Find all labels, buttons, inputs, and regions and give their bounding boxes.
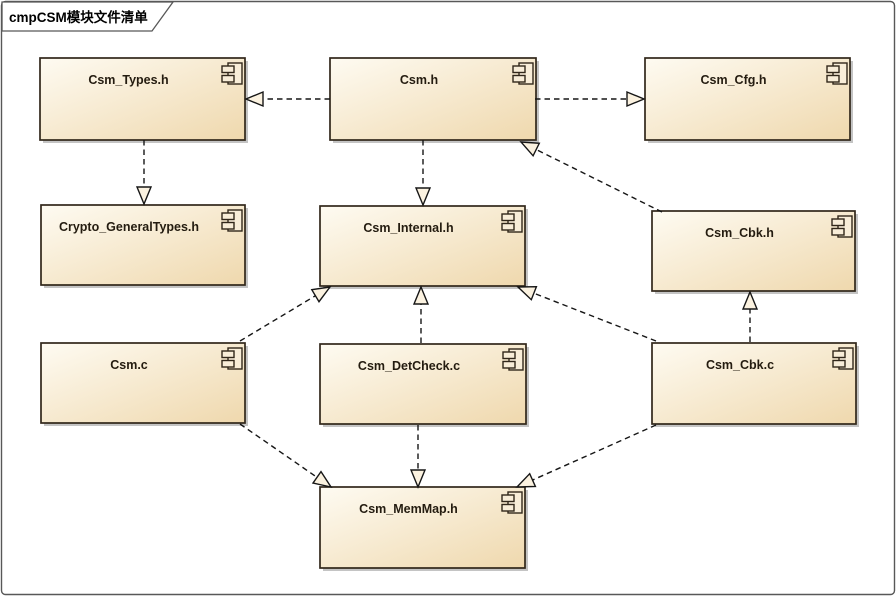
diagram-title: cmpCSM模块文件清单 <box>9 9 148 25</box>
node-label: Csm_DetCheck.c <box>358 359 460 373</box>
component-node-csm-c[interactable]: Csm.c <box>40 342 248 426</box>
dependency-line <box>532 424 657 481</box>
component-icon <box>512 62 534 85</box>
dependency-edge-csm-cbk-h-to-csm-h[interactable] <box>519 141 663 213</box>
node-label: Crypto_GeneralTypes.h <box>59 220 199 234</box>
dependency-line <box>239 423 318 478</box>
dependency-edge-csm-c-to-csm-memmap-h[interactable] <box>239 423 333 489</box>
component-icon <box>501 491 523 514</box>
dependency-edge-csm-types-h-to-crypto-generaltypes-h[interactable] <box>135 140 153 206</box>
node-body[interactable] <box>644 57 851 141</box>
node-body[interactable] <box>40 204 246 286</box>
dependency-arrowhead-icon <box>310 286 332 303</box>
component-node-csm-cfg-h[interactable]: Csm_Cfg.h <box>644 57 853 143</box>
diagram-title-tab <box>1 1 175 32</box>
dependency-edge-csm-cbk-c-to-csm-cbk-h[interactable] <box>741 290 759 342</box>
node-body[interactable] <box>651 210 856 292</box>
dependency-line <box>533 292 657 342</box>
node-label: Csm_Types.h <box>88 73 168 87</box>
component-node-csm-cbk-c[interactable]: Csm_Cbk.c <box>651 342 859 427</box>
component-node-crypto-generaltypes-h[interactable]: Crypto_GeneralTypes.h <box>40 204 248 288</box>
component-icon <box>221 347 243 370</box>
node-label: Csm_MemMap.h <box>359 502 458 516</box>
nodes-layer: Csm_Types.h Csm.h Csm_Cfg.hCrypto_GeneralT… <box>39 57 859 571</box>
node-body[interactable] <box>329 57 537 141</box>
node-label: Csm_Cfg.h <box>701 73 767 87</box>
dependency-arrowhead-icon <box>311 470 333 489</box>
dependency-line <box>239 295 316 342</box>
node-label: Csm.c <box>110 358 148 372</box>
dependency-arrowhead-icon <box>516 285 538 301</box>
dependency-edge-csm-h-to-csm-types-h[interactable] <box>244 90 330 108</box>
dependency-arrowhead-icon <box>515 472 537 488</box>
component-icon <box>826 62 848 85</box>
component-node-csm-memmap-h[interactable]: Csm_MemMap.h <box>319 486 528 571</box>
dependency-arrowhead-icon <box>414 187 432 207</box>
node-label: Csm_Cbk.h <box>705 226 774 240</box>
dependency-edge-csm-detcheck-c-to-csm-internal-h[interactable] <box>412 285 430 343</box>
node-label: Csm.h <box>400 73 438 87</box>
dependency-edge-csm-cbk-c-to-csm-memmap-h[interactable] <box>515 424 657 488</box>
dependency-edge-csm-h-to-csm-cfg-h[interactable] <box>535 90 646 108</box>
component-icon <box>832 347 854 370</box>
component-node-csm-detcheck-c[interactable]: Csm_DetCheck.c <box>319 343 529 427</box>
dependency-arrowhead-icon <box>244 90 264 108</box>
dependency-edge-csm-c-to-csm-internal-h[interactable] <box>239 286 332 342</box>
component-icon <box>221 62 243 85</box>
component-node-csm-types-h[interactable]: Csm_Types.h <box>39 57 248 143</box>
node-body[interactable] <box>39 57 246 141</box>
dependency-edge-csm-cbk-c-to-csm-internal-h[interactable] <box>516 285 657 342</box>
component-node-csm-internal-h[interactable]: Csm_Internal.h <box>319 205 528 289</box>
component-icon <box>221 209 243 232</box>
node-label: Csm_Cbk.c <box>706 358 774 372</box>
node-body[interactable] <box>319 486 526 569</box>
dependency-arrowhead-icon <box>409 469 427 489</box>
component-node-csm-cbk-h[interactable]: Csm_Cbk.h <box>651 210 858 294</box>
component-node-csm-h[interactable]: Csm.h <box>329 57 539 143</box>
dependency-arrowhead-icon <box>135 186 153 206</box>
dependency-line <box>535 148 663 213</box>
node-label: Csm_Internal.h <box>363 221 453 235</box>
edges-layer <box>135 90 759 489</box>
node-body[interactable] <box>651 342 857 425</box>
node-body[interactable] <box>319 343 527 425</box>
node-body[interactable] <box>40 342 246 424</box>
node-body[interactable] <box>319 205 526 287</box>
component-icon <box>502 348 524 371</box>
dependency-arrowhead-icon <box>626 90 646 108</box>
dependency-arrowhead-icon <box>412 285 430 305</box>
dependency-arrowhead-icon <box>519 141 541 158</box>
dependency-edge-csm-detcheck-c-to-csm-memmap-h[interactable] <box>409 425 427 489</box>
dependency-edge-csm-h-to-csm-internal-h[interactable] <box>414 140 432 207</box>
component-icon <box>831 215 853 238</box>
dependency-arrowhead-icon <box>741 290 759 310</box>
component-icon <box>501 210 523 233</box>
